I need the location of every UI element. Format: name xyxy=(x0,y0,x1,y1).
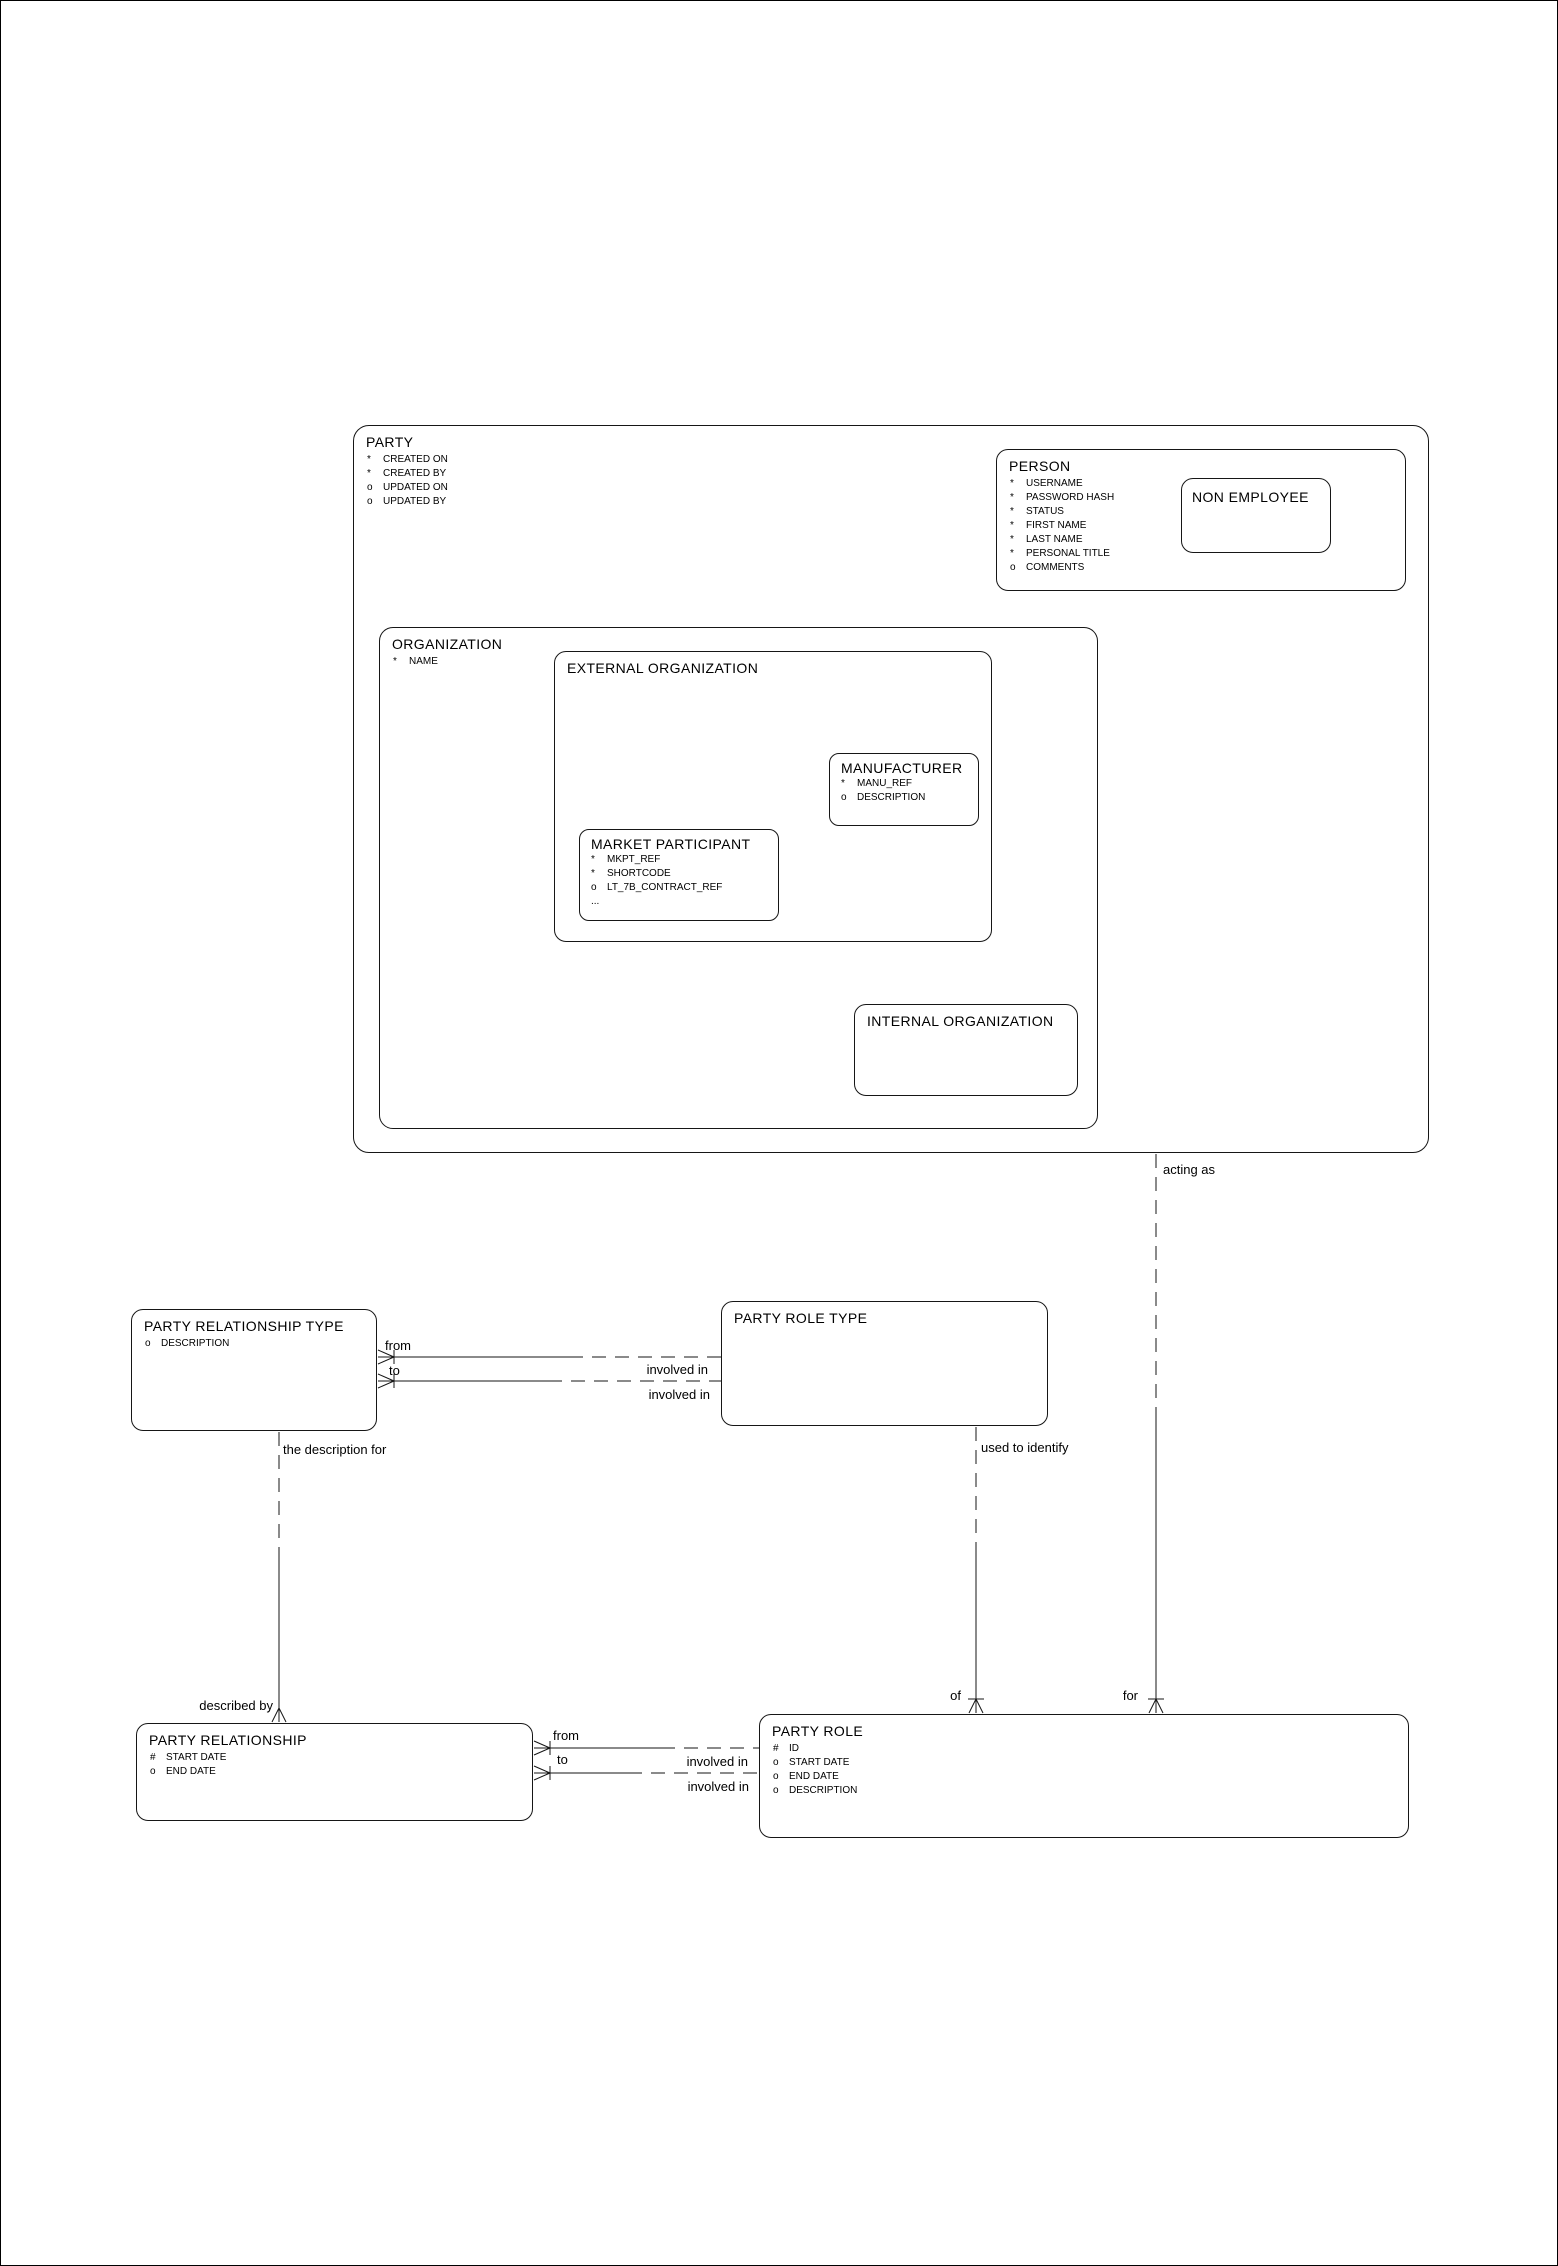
entity-title: NON EMPLOYEE xyxy=(1192,489,1309,505)
entity-person[interactable]: PERSON *USERNAME *PASSWORD HASH *STATUS … xyxy=(996,449,1406,591)
entity-title: PARTY ROLE TYPE xyxy=(734,1310,868,1326)
relationship-label-type-from: from xyxy=(385,1338,411,1353)
relationship-label-used-to-identify: used to identify xyxy=(981,1440,1069,1455)
entity-title: PERSON xyxy=(1009,458,1071,474)
relationship-label-acting-as: acting as xyxy=(1163,1162,1216,1177)
relation-description-line xyxy=(271,1432,287,1723)
entity-title: PARTY RELATIONSHIP TYPE xyxy=(144,1318,344,1334)
entity-internal-organization[interactable]: INTERNAL ORGANIZATION xyxy=(854,1004,1078,1096)
crow-foot-icon xyxy=(1148,1698,1164,1714)
relationship-label-rel-to: to xyxy=(557,1752,568,1767)
entity-title: PARTY ROLE xyxy=(772,1723,864,1739)
relationship-label-rel-from: from xyxy=(553,1728,579,1743)
relationship-label-involved-in: involved in xyxy=(687,1779,749,1794)
relationship-label-the-description-for: the description for xyxy=(283,1442,387,1457)
entity-non-employee[interactable]: NON EMPLOYEE xyxy=(1181,478,1331,553)
crow-foot-icon xyxy=(271,1707,287,1723)
relationship-label-for: for xyxy=(1122,1688,1138,1703)
entity-title: INTERNAL ORGANIZATION xyxy=(867,1013,1054,1029)
entity-party-role-type[interactable]: PARTY ROLE TYPE xyxy=(721,1301,1048,1426)
entity-title: MARKET PARTICIPANT xyxy=(591,836,751,852)
relationship-label-involved-in: involved in xyxy=(646,1362,708,1377)
relationship-label-type-to: to xyxy=(389,1363,400,1378)
entity-title: ORGANIZATION xyxy=(392,636,503,652)
crow-foot-icon xyxy=(533,1740,551,1756)
entity-title: PARTY xyxy=(366,434,414,450)
entity-title: PARTY RELATIONSHIP xyxy=(149,1732,307,1748)
entity-attributes: *NAME xyxy=(393,656,438,667)
entity-market-participant[interactable]: MARKET PARTICIPANT *MKPT_REF *SHORTCODE … xyxy=(579,829,779,921)
relation-identify-line xyxy=(968,1427,984,1714)
entity-title: EXTERNAL ORGANIZATION xyxy=(567,660,759,676)
relationship-label-involved-in: involved in xyxy=(686,1754,748,1769)
crow-foot-icon xyxy=(968,1698,984,1714)
relationship-label-of: of xyxy=(950,1688,961,1703)
entity-attributes: *USERNAME *PASSWORD HASH *STATUS *FIRST … xyxy=(1010,478,1115,573)
entity-title: MANUFACTURER xyxy=(841,760,963,776)
entity-organization[interactable]: ORGANIZATION *NAME xyxy=(379,627,1098,1129)
relationship-label-described-by: described by xyxy=(199,1698,273,1713)
entity-external-organization[interactable]: EXTERNAL ORGANIZATION xyxy=(554,651,992,942)
relationship-label-involved-in: involved in xyxy=(648,1387,710,1402)
relation-acting-as-line xyxy=(1148,1154,1164,1714)
crow-foot-icon xyxy=(533,1765,551,1781)
